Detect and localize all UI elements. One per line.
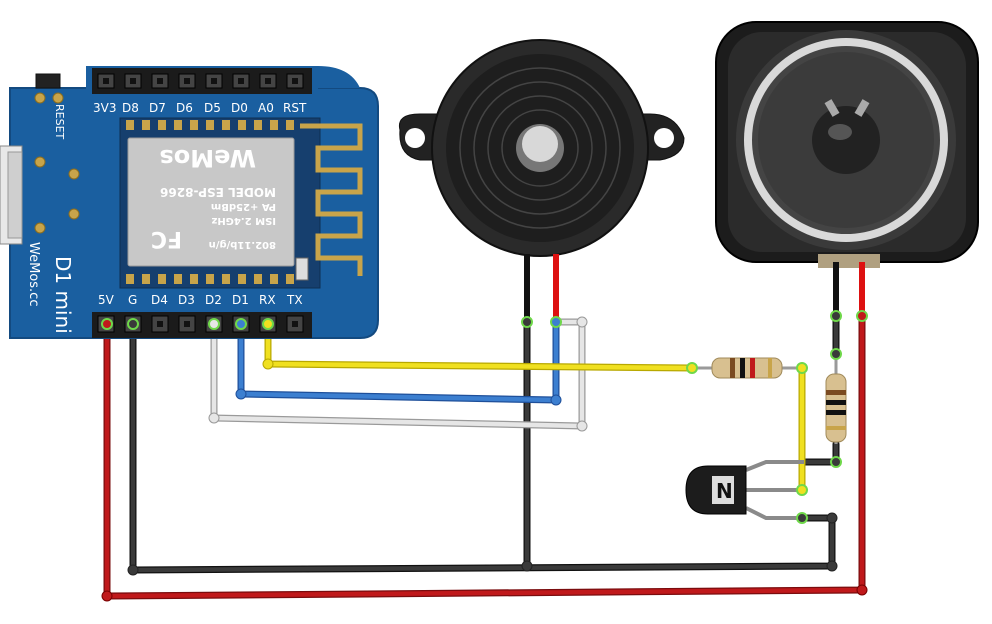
board-model-name: D1 mini <box>51 256 75 334</box>
svg-text:D0: D0 <box>231 101 248 115</box>
svg-text:RST: RST <box>283 101 307 115</box>
top-header-pins <box>97 73 304 89</box>
pcb-pads <box>34 92 80 234</box>
svg-text:D6: D6 <box>176 101 193 115</box>
chip-brand: WeMos <box>159 144 256 172</box>
svg-text:RX: RX <box>259 293 276 307</box>
svg-text:TX: TX <box>286 293 303 307</box>
transistor-symbol-icon: N <box>716 479 733 503</box>
svg-text:D7: D7 <box>149 101 166 115</box>
svg-text:5V: 5V <box>98 293 115 307</box>
svg-text:D1: D1 <box>232 293 249 307</box>
wires <box>103 312 866 600</box>
reset-button[interactable] <box>35 73 61 89</box>
connection-points <box>101 310 868 602</box>
svg-text:3V3: 3V3 <box>93 101 116 115</box>
chip-model: MODEL ESP-8266 <box>160 185 276 199</box>
antenna-trace <box>300 123 363 276</box>
svg-text:D2: D2 <box>205 293 222 307</box>
speaker <box>715 21 979 316</box>
top-pin-labels: 3V3 D8 D7 D6 D5 D0 A0 RST <box>93 101 307 115</box>
svg-text:G: G <box>128 293 137 307</box>
chip-fcc: FC <box>151 226 182 251</box>
board-site: WeMos.cc <box>26 242 41 306</box>
svg-text:D4: D4 <box>151 293 168 307</box>
bottom-pin-labels: 5V G D4 D3 D2 D1 RX TX <box>98 293 303 307</box>
svg-text:D8: D8 <box>122 101 139 115</box>
svg-text:D3: D3 <box>178 293 195 307</box>
chip-power: PA +25dBm <box>211 201 276 212</box>
svg-text:A0: A0 <box>258 101 274 115</box>
resistor-speaker <box>825 354 847 444</box>
resistor-base <box>692 357 802 379</box>
reset-label: RESET <box>53 104 66 140</box>
chip-protocol: 802.11b/g/n <box>209 239 276 250</box>
svg-text:D5: D5 <box>204 101 221 115</box>
piezo-buzzer <box>398 39 685 322</box>
wemos-d1-mini-board: RESET D1 mini WeMos.cc 802.11b/g/n FC IS… <box>0 66 379 339</box>
chip-band: ISM 2.4GHz <box>211 215 276 226</box>
npn-transistor: N <box>685 460 804 520</box>
